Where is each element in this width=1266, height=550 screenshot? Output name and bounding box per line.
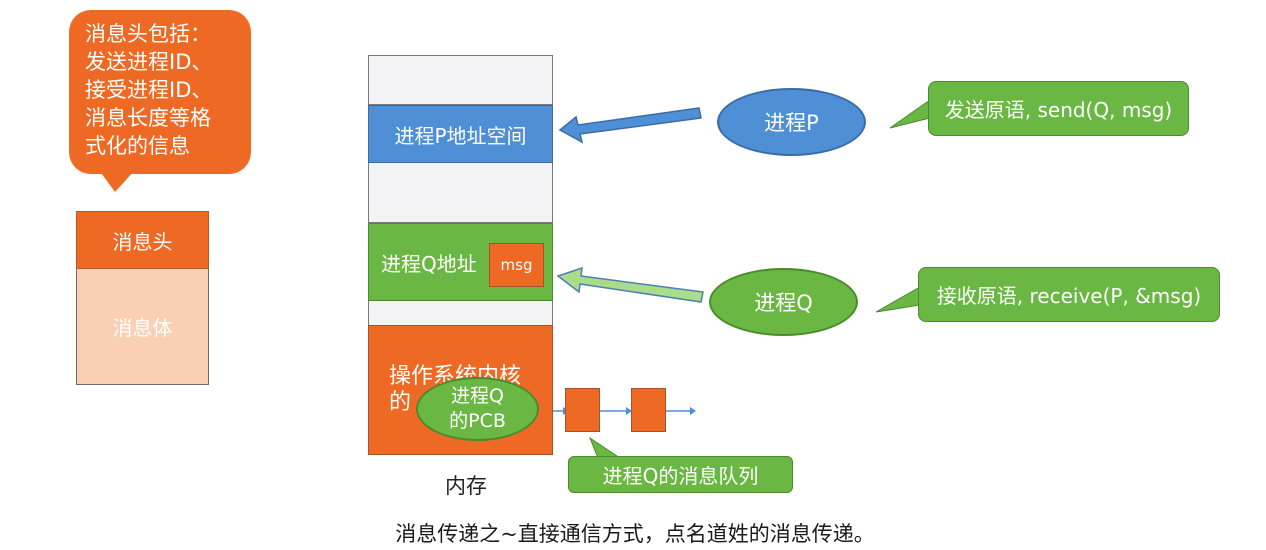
memory-free-segment	[368, 301, 553, 325]
process-q-pcb: 进程Q 的PCB	[416, 377, 539, 441]
send-callout-tail	[889, 99, 931, 129]
queue-link-3-head	[690, 407, 696, 415]
memory-label: 内存	[445, 474, 487, 498]
message-header-callout-tail	[99, 170, 135, 192]
process-p-label: 进程P	[764, 111, 819, 135]
callout-line: 接受进程ID、	[85, 78, 213, 102]
queue-node	[631, 388, 666, 432]
kernel-label-line2: 的	[389, 390, 412, 415]
message-header-label: 消息头	[112, 229, 173, 254]
send-primitive-callout: 发送原语, send(Q, msg)	[928, 81, 1189, 136]
message-body-label: 消息体	[112, 316, 173, 340]
process-p-space-label: 进程P地址空间	[394, 123, 527, 148]
msg-block: msg	[489, 243, 544, 287]
process-p-address-space: 进程P地址空间	[368, 105, 553, 163]
message-queue-label: 进程Q的消息队列	[568, 456, 793, 493]
queue-label-text: 进程Q的消息队列	[602, 464, 759, 488]
receive-callout-tail	[875, 286, 921, 313]
callout-line: 发送进程ID、	[85, 50, 213, 74]
process-q-label: 进程Q	[754, 291, 813, 315]
arrow-q-to-space	[556, 266, 704, 303]
queue-node	[565, 388, 600, 432]
send-primitive-label: 发送原语, send(Q, msg)	[944, 98, 1173, 122]
message-header-callout: 消息头包括： 发送进程ID、 接受进程ID、 消息长度等格 式化的信息	[69, 10, 251, 174]
process-q-node: 进程Q	[709, 268, 858, 336]
callout-line: 消息头包括：	[85, 22, 211, 46]
slide-caption: 消息传递之~直接通信方式，点名道姓的消息传递。	[395, 522, 875, 546]
message-header-block: 消息头	[76, 211, 209, 269]
memory-free-segment	[368, 55, 553, 105]
memory-free-segment	[368, 163, 553, 223]
message-body-block: 消息体	[76, 269, 209, 385]
receive-primitive-callout: 接收原语, receive(P, &msg)	[918, 267, 1220, 322]
arrow-p-to-space	[558, 107, 702, 144]
pcb-label-line1: 进程Q	[451, 385, 504, 407]
msg-label: msg	[500, 256, 533, 274]
pcb-label-line2: 的PCB	[449, 410, 506, 432]
process-q-space-label: 进程Q地址	[381, 251, 477, 276]
process-q-address-space: 进程Q地址	[368, 223, 553, 301]
receive-primitive-label: 接收原语, receive(P, &msg)	[936, 284, 1202, 308]
callout-line: 式化的信息	[85, 134, 190, 158]
queue-label-tail	[588, 436, 622, 459]
callout-line: 消息长度等格	[85, 106, 211, 130]
process-p-node: 进程P	[717, 88, 866, 156]
